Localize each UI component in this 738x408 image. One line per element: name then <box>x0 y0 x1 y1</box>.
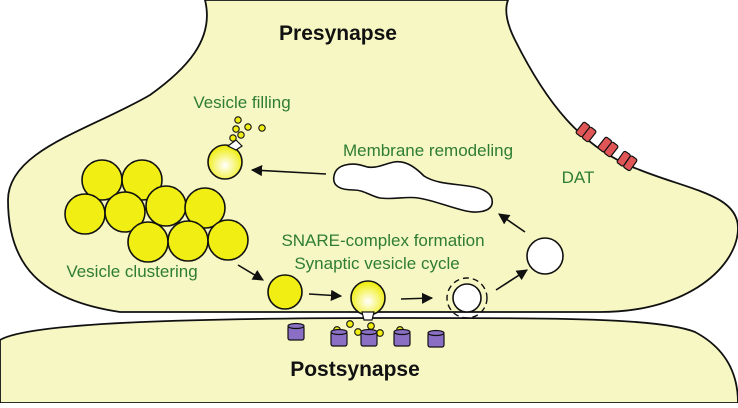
arrow-remodeling-to-filling <box>250 164 327 177</box>
dat-label: DAT <box>562 168 595 187</box>
clustered-vesicle <box>167 220 209 262</box>
receptor <box>393 328 411 347</box>
vesicle-cluster <box>64 159 249 263</box>
vesicle-clustering-label: Vesicle clustering <box>66 262 197 281</box>
clustered-vesicle <box>145 185 187 227</box>
dat-transporters <box>575 121 638 172</box>
clustered-vesicle <box>104 191 146 233</box>
membrane-remodeling-label: Membrane remodeling <box>343 141 513 160</box>
fusing-vesicle <box>350 280 386 321</box>
arrow-docking-to-fusion <box>308 289 343 301</box>
process-arrows <box>237 164 528 304</box>
endosome-membrane <box>332 160 493 213</box>
postsynapse-title: Postsynapse <box>290 358 420 381</box>
endocytosing-vesicle <box>446 277 488 319</box>
transmitter-particles <box>229 116 266 142</box>
clustered-vesicle <box>184 187 226 229</box>
recycled-vesicle <box>526 237 564 275</box>
clustered-vesicle <box>207 219 249 261</box>
synaptic-vesicle-cycle-label: Synaptic vesicle cycle <box>294 254 459 273</box>
vesicle-filling-label: Vesicle filling <box>193 93 290 112</box>
filling-vesicle <box>207 139 243 180</box>
receptor <box>427 329 445 348</box>
postsynaptic-receptors <box>287 322 445 348</box>
postsynaptic-terminal <box>0 317 738 404</box>
arrow-recycling-to-remodeling <box>498 213 526 233</box>
receptor <box>330 328 348 347</box>
docked-vesicle <box>267 274 303 310</box>
dat-transporter <box>616 150 638 172</box>
snare-complex-formation-label: SNARE-complex formation <box>281 231 484 250</box>
dat-transporter <box>575 121 597 143</box>
receptor <box>287 322 305 341</box>
clustered-vesicle <box>127 221 169 263</box>
presynapse-title: Presynapse <box>279 22 397 45</box>
receptor <box>360 328 378 347</box>
arrow-cluster-to-docking <box>237 264 264 281</box>
arrow-fusion-to-endocytosis <box>400 292 434 304</box>
clustered-vesicle <box>64 193 106 235</box>
clustered-vesicle <box>121 159 163 201</box>
arrow-endocytosis-to-recycling <box>495 269 528 291</box>
dat-transporter <box>597 136 619 158</box>
